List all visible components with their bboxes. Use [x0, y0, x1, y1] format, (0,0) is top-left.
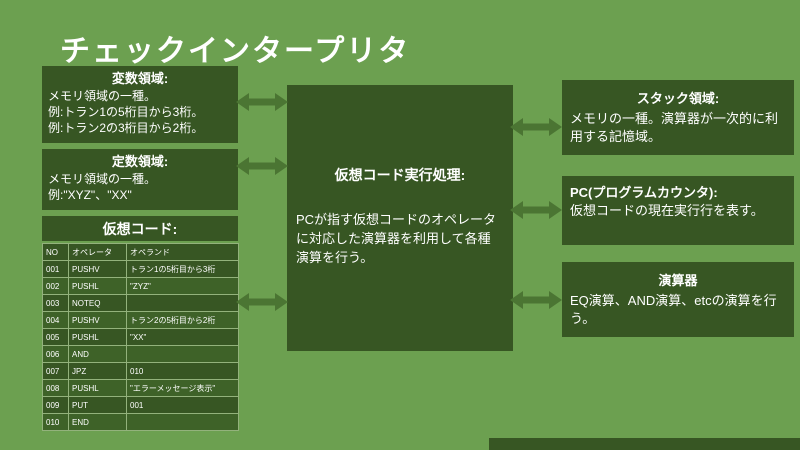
table-cell: 002 — [42, 277, 69, 295]
stack-area-body: メモリの一種。演算器が一次的に利用する記憶域。 — [570, 111, 779, 145]
table-cell: 001 — [126, 396, 239, 414]
variable-area-line: 例:トラン1の5桁目から3桁。 — [48, 105, 204, 119]
table-cell: AND — [68, 345, 127, 363]
table-cell: 010 — [42, 413, 69, 431]
execution-process-box: 仮想コード実行処理: PCが指す仮想コードのオペレータに対応した演算器を利用して… — [287, 85, 513, 351]
table-header-cell: オペレータ — [68, 243, 127, 261]
table-cell: 009 — [42, 396, 69, 414]
table-cell: 004 — [42, 311, 69, 329]
arrow-center-stack — [510, 118, 562, 136]
table-cell: 007 — [42, 362, 69, 380]
table-cell: トラン1の5桁目から3桁 — [126, 260, 239, 278]
constant-area-line: メモリ領域の一種。 — [48, 172, 157, 186]
program-counter-title: PC(プログラムカウンタ): — [570, 185, 718, 200]
constant-area-title: 定数領域: — [111, 154, 169, 169]
table-cell: 005 — [42, 328, 69, 346]
program-counter-box: PC(プログラムカウンタ): 仮想コードの現在実行行を表す。 — [562, 176, 794, 245]
table-cell: トラン2の5桁目から2桁 — [126, 311, 239, 329]
table-cell: PUSHL — [68, 379, 127, 397]
table-cell: 010 — [126, 362, 239, 380]
program-counter-body: 仮想コードの現在実行行を表す。 — [570, 203, 764, 218]
stack-area-title: スタック領域: — [636, 91, 720, 106]
table-cell: 003 — [42, 294, 69, 312]
table-cell: "エラーメッセージ表示" — [126, 379, 239, 397]
table-cell: END — [68, 413, 127, 431]
table-cell: PUSHL — [68, 277, 127, 295]
variable-area-line: メモリ領域の一種。 — [48, 89, 157, 103]
table-cell — [126, 413, 239, 431]
table-cell: 008 — [42, 379, 69, 397]
arrow-variable-center — [236, 93, 288, 111]
arrow-constant-center — [236, 157, 288, 175]
table-cell: 001 — [42, 260, 69, 278]
execution-process-title: 仮想コード実行処理: — [334, 167, 466, 183]
table-cell: PUSHV — [68, 260, 127, 278]
table-cell: "ZYZ" — [126, 277, 239, 295]
footer-bar — [489, 438, 800, 450]
table-cell — [126, 294, 239, 312]
table-cell: PUSHL — [68, 328, 127, 346]
table-cell: 006 — [42, 345, 69, 363]
table-cell: JPZ — [68, 362, 127, 380]
stack-area-box: スタック領域: メモリの一種。演算器が一次的に利用する記憶域。 — [562, 80, 794, 155]
variable-area-line: 例:トラン2の3桁目から2桁。 — [48, 121, 204, 135]
table-header-cell: オペランド — [126, 243, 239, 261]
arithmetic-unit-box: 演算器 EQ演算、AND演算、etcの演算を行う。 — [562, 262, 794, 337]
variable-area-title: 変数領域: — [111, 71, 169, 86]
table-cell — [126, 345, 239, 363]
table-cell: PUSHV — [68, 311, 127, 329]
constant-area-box: 定数領域: メモリ領域の一種。 例:"XYZ"、"XX" — [42, 149, 238, 210]
table-cell: NOTEQ — [68, 294, 127, 312]
constant-area-line: 例:"XYZ"、"XX" — [48, 188, 132, 202]
virtual-code-title-box: 仮想コード: — [42, 216, 238, 241]
table-cell: PUT — [68, 396, 127, 414]
arrow-vcode-center — [236, 293, 288, 311]
variable-area-box: 変数領域: メモリ領域の一種。 例:トラン1の5桁目から3桁。 例:トラン2の3… — [42, 66, 238, 143]
arrow-center-pc — [510, 201, 562, 219]
slide-title: チェックインタープリタ — [60, 35, 411, 68]
arithmetic-unit-body: EQ演算、AND演算、etcの演算を行う。 — [570, 293, 777, 327]
arithmetic-unit-title: 演算器 — [658, 273, 698, 288]
execution-process-body: PCが指す仮想コードのオペレータに対応した演算器を利用して各種演算を行う。 — [296, 212, 497, 265]
table-cell: "XX" — [126, 328, 239, 346]
table-header-cell: NO — [42, 243, 69, 261]
arrow-center-alu — [510, 291, 562, 309]
virtual-code-title: 仮想コード: — [102, 220, 178, 237]
